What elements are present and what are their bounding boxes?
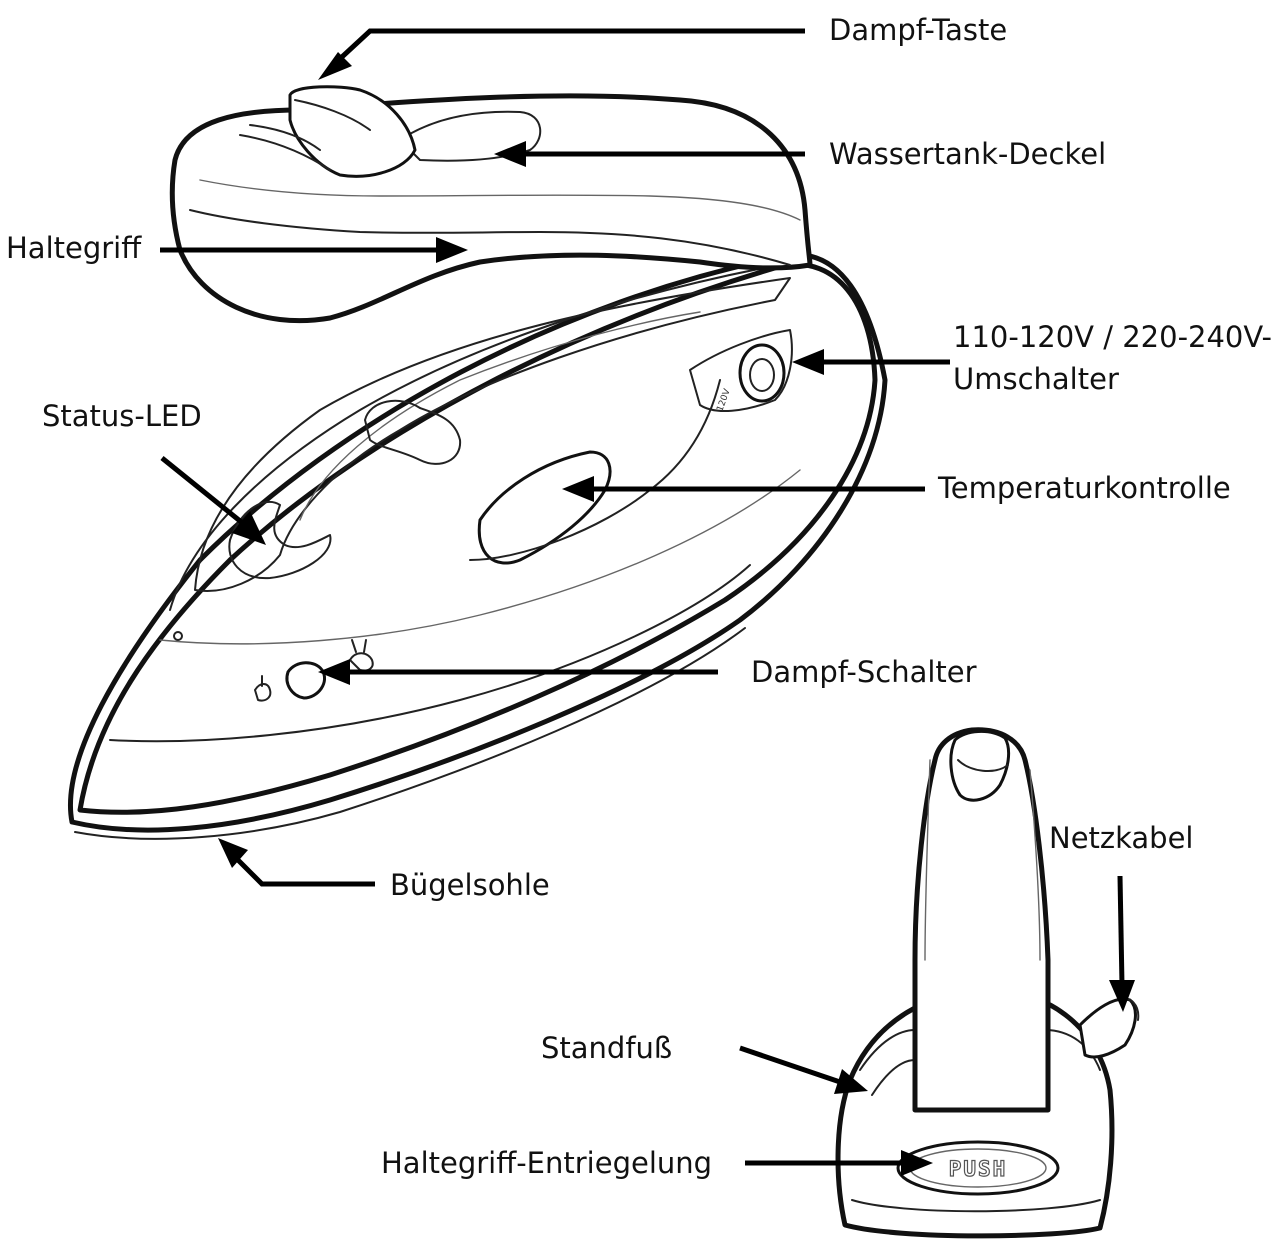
arrow-dampf-taste	[328, 28, 805, 70]
arrowhead-umschalter	[792, 349, 824, 375]
voltage-switch-knob-inner	[749, 358, 775, 392]
arrowhead-netzkabel	[1109, 980, 1135, 1012]
iron-shell-line	[159, 469, 801, 645]
label-umschalter-line2: Umschalter	[953, 362, 1119, 396]
stand-wing-right	[1044, 1029, 1101, 1071]
push-release-button	[896, 1140, 1060, 1196]
arrowhead-temperaturkontrolle	[562, 476, 594, 502]
arrow-standfuss	[739, 1045, 841, 1085]
arrowhead-haltegriff-entriegelung	[901, 1150, 933, 1176]
label-buegelsohle: Bügelsohle	[390, 868, 550, 902]
stand-base-rim	[851, 1199, 1101, 1213]
stand-column-left-shade	[924, 759, 931, 961]
label-haltegriff: Haltegriff	[6, 231, 142, 265]
arrow-status-led	[160, 456, 247, 527]
arrowhead-wassertank-deckel	[494, 141, 526, 167]
deck-ornament	[364, 399, 462, 465]
arrowhead-dampf-schalter	[318, 659, 350, 685]
travel-iron: 120V	[68, 85, 888, 840]
label-umschalter-line1: 110-120V / 220-240V-	[953, 320, 1272, 354]
label-wassertank-deckel: Wassertank-Deckel	[829, 137, 1106, 171]
steam-switch	[285, 661, 327, 700]
leader-arrows	[160, 28, 1135, 1176]
iron-top-recess	[299, 311, 701, 521]
iron-upper-shell	[169, 261, 796, 611]
water-tank-lid	[399, 110, 542, 162]
iron-lower-trim	[109, 564, 751, 743]
iron-tip-mark	[173, 631, 183, 641]
handle-inner-curve	[189, 209, 791, 266]
label-dampf-taste: Dampf-Taste	[829, 13, 1007, 47]
callout-labels: Dampf-Taste Wassertank-Deckel Haltegriff…	[6, 13, 1272, 1180]
voltage-panel	[689, 329, 793, 412]
label-standfuss: Standfuß	[541, 1031, 672, 1065]
arrowhead-haltegriff	[436, 237, 468, 263]
temperature-dial-housing	[469, 379, 721, 561]
stand-column-right-shade	[1029, 769, 1041, 961]
arrow-buegelsohle	[233, 855, 375, 887]
label-temperaturkontrolle: Temperaturkontrolle	[937, 471, 1231, 505]
label-haltegriff-entriegelung: Haltegriff-Entriegelung	[381, 1146, 712, 1180]
handle-rim	[199, 179, 801, 221]
label-dampf-schalter: Dampf-Schalter	[751, 655, 977, 689]
steam-button	[288, 85, 417, 178]
push-button-text: PUSH	[949, 1157, 1008, 1181]
iron-top-deck	[194, 277, 791, 592]
stand-cap	[949, 730, 1011, 802]
arrowhead-buegelsohle	[218, 838, 248, 868]
stand-column	[912, 727, 1051, 1113]
stand-cap-ridge	[957, 759, 1009, 772]
steam-symbol-left	[254, 675, 272, 702]
soleplate-edge	[74, 627, 746, 840]
arrowhead-status-led	[232, 511, 266, 545]
arrowhead-dampf-taste	[318, 52, 352, 80]
steam-button-top	[294, 99, 371, 131]
iron-stand: PUSH	[835, 727, 1140, 1239]
arrow-netzkabel	[1117, 875, 1125, 986]
label-netzkabel: Netzkabel	[1049, 821, 1194, 855]
handle-front-ridges	[239, 124, 331, 171]
voltage-switch-knob	[738, 343, 786, 403]
power-cord-sleeve	[1078, 997, 1137, 1059]
arrowhead-standfuss	[834, 1069, 868, 1094]
status-led-recess	[228, 500, 332, 580]
label-status-led: Status-LED	[42, 399, 202, 433]
